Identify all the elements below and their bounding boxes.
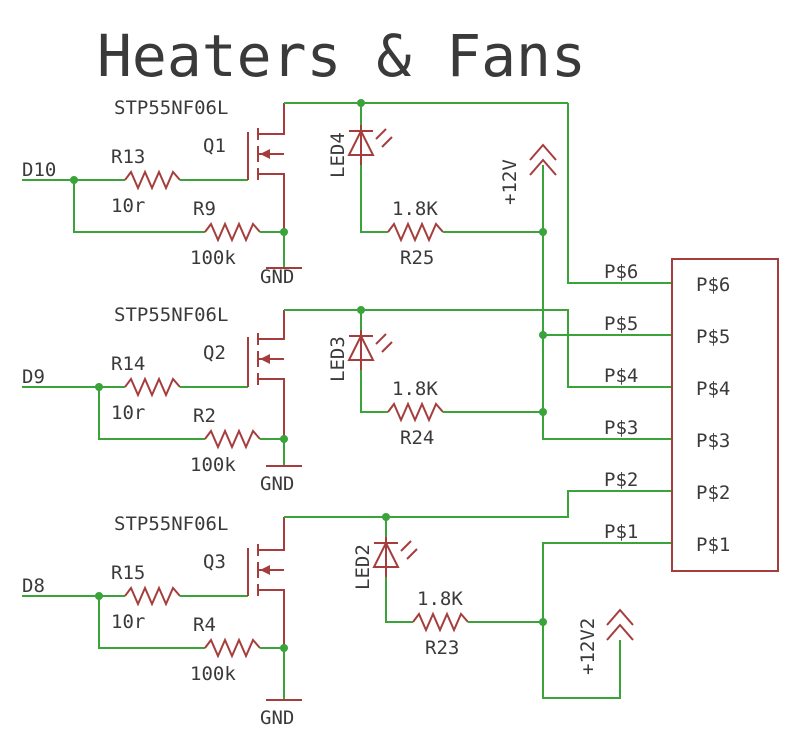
pulldown-resistor-r4 [204,637,261,659]
led-resistor-value: 1.8K [417,588,463,610]
gate-resistor-name: R15 [111,562,145,584]
channel-2: D9 R14 10r R2 100k STP55NF06L Q2 GND [22,304,672,495]
transistor-model: STP55NF06L [114,97,228,119]
gate-resistor-value: 10r [111,402,145,424]
ground-label: GND [260,473,294,495]
transistor-name: Q3 [203,551,226,573]
pulldown-resistor-r2 [204,428,261,450]
gate-resistor-r13 [124,169,181,191]
drain-to-p2 [284,490,672,518]
wire-p1-to-12v2 [542,542,672,699]
transistor-model: STP55NF06L [114,304,228,326]
supply-label-12v: +12V [499,159,521,205]
led-resistor-r23 [412,611,469,633]
pin-wire-label: P$5 [604,313,638,335]
gate-resistor-value: 10r [111,611,145,633]
pulldown-wire [98,387,205,440]
pin-wire-label: P$3 [604,417,638,439]
gate-resistor-r14 [124,376,181,398]
supply-12v: +12V [499,103,672,440]
junction-dot [539,618,547,626]
led-name: LED3 [327,336,349,382]
pin-label: P$6 [696,274,730,296]
pin-wire-label: P$6 [604,261,638,283]
gate-resistor-name: R13 [111,146,145,168]
pulldown-wire [73,180,205,233]
pin-wire-label: P$1 [604,521,638,543]
led-resistor-name: R23 [425,637,459,659]
channel-1: D10 R13 10r R9 100k STP55NF06L Q1 GND [22,97,568,288]
led4 [347,125,393,165]
supply-label-12v2: +12V2 [577,618,599,675]
pin-label: P$3 [696,430,730,452]
gate-resistor-r15 [124,585,181,607]
wire-to-p6 [567,103,672,284]
junction-dot [539,228,547,236]
led-resistor-name: R24 [400,427,434,449]
led-name: LED4 [327,132,349,178]
drain-to-p4 [521,309,672,388]
led-resistor-r24 [387,401,444,423]
pin-label: P$5 [696,326,730,348]
pin-wire-label: P$2 [604,469,638,491]
ground-label: GND [260,707,294,729]
input-label-d9: D9 [22,366,45,388]
mosfet-q2 [247,310,285,439]
supply-arrow [606,623,634,641]
pin-wire-label: P$4 [604,365,638,387]
supply-12v2: +12V2 [539,542,672,699]
input-label-d10: D10 [22,159,56,181]
led-wire-low [360,370,388,413]
pin-label: P$1 [696,534,730,556]
pulldown-wire [98,596,205,649]
led2 [372,537,418,577]
pulldown-value: 100k [190,663,236,685]
pin-label: P$4 [696,378,730,400]
pin-label: P$2 [696,482,730,504]
wire-to-p3 [542,412,672,440]
pulldown-name: R4 [193,614,216,636]
mosfet-q1 [247,103,285,232]
transistor-model: STP55NF06L [114,513,228,535]
led-wire-low [385,577,413,623]
input-label-d8: D8 [22,575,45,597]
supply-arrow [529,158,557,176]
pulldown-name: R9 [193,198,216,220]
transistor-name: Q1 [203,135,226,157]
channel-3: D8 R15 10r R4 100k STP55NF06L Q3 GND [22,490,672,729]
gate-resistor-value: 10r [111,195,145,217]
pulldown-name: R2 [193,405,216,427]
led3 [347,330,393,370]
ground-label: GND [260,266,294,288]
led-wire-low [360,165,388,233]
pulldown-value: 100k [190,454,236,476]
connector-body [671,258,779,572]
led-resistor-name: R25 [400,247,434,269]
diagram-title: Heaters & Fans [97,22,586,90]
supply-arrow [606,608,634,626]
led-resistor-value: 1.8K [392,198,438,220]
mosfet-q3 [247,517,285,648]
led-resistor-value: 1.8K [392,378,438,400]
led-name: LED2 [352,544,374,590]
transistor-name: Q2 [203,342,226,364]
pulldown-resistor-r9 [204,221,261,243]
led-resistor-r25 [387,221,444,243]
pulldown-value: 100k [190,247,236,269]
gate-resistor-name: R14 [111,353,145,375]
supply-arrow [529,143,557,161]
connector: P$6 P$6 P$5 P$5 P$4 P$4 P$3 P$3 P$2 P$2 … [604,258,779,572]
